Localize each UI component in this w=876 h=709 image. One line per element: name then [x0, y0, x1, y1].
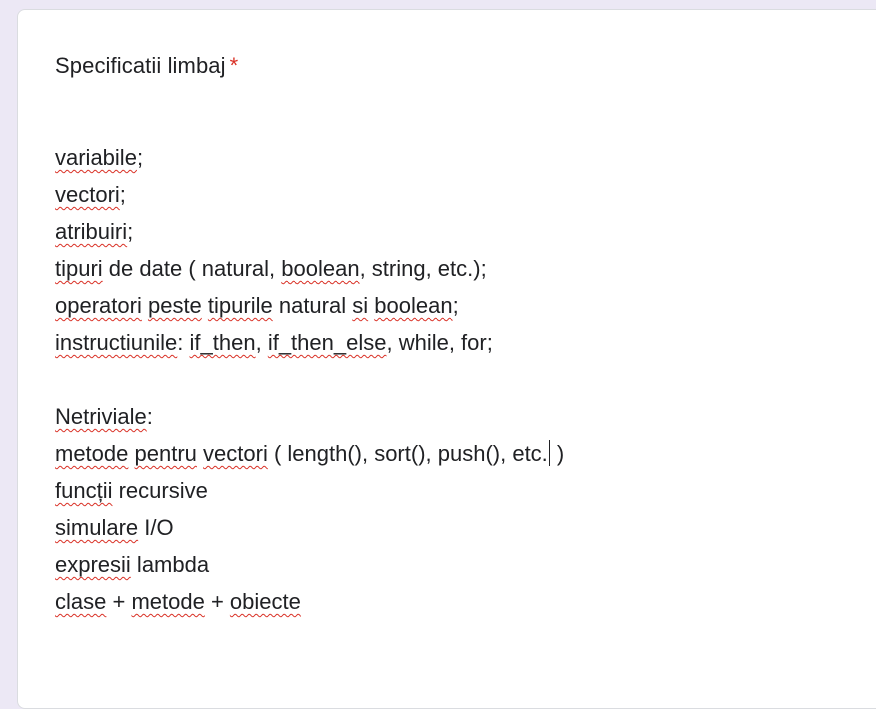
answer-text: ; — [119, 182, 126, 207]
misspelled-word: vectori — [203, 441, 268, 466]
misspelled-word: pentru — [134, 441, 197, 466]
misspelled-word: instructiunile — [55, 330, 178, 355]
misspelled-word: tipuri — [55, 256, 103, 281]
answer-line: Netriviale: — [55, 398, 875, 435]
answer-text: I/O — [138, 515, 174, 540]
answer-line: clase + metode + obiecte — [55, 583, 875, 620]
answer-line: vectori; — [55, 176, 875, 213]
answer-text: natural — [272, 293, 353, 318]
misspelled-word: atribuiri — [55, 219, 128, 244]
answer-line: metode pentru vectori ( length(), sort()… — [55, 435, 875, 472]
misspelled-word: simulare — [55, 515, 139, 540]
answer-text: ; — [136, 145, 144, 170]
question-card: Specificatii limbaj* variabile;vectori;a… — [17, 9, 876, 709]
answer-line: tipuri de date ( natural, boolean, strin… — [55, 250, 875, 287]
question-title: Specificatii limbaj* — [55, 53, 238, 79]
misspelled-word: if_then_else — [267, 330, 387, 355]
misspelled-word: funcții — [55, 478, 113, 503]
misspelled-word: metode — [55, 441, 129, 466]
answer-text: ; — [452, 293, 459, 318]
answer-text: : — [177, 330, 190, 355]
misspelled-word: obiecte — [229, 589, 301, 614]
answer-line: simulare I/O — [55, 509, 875, 546]
answer-text: , string, etc.); — [359, 256, 487, 281]
answer-text: ) — [550, 441, 565, 466]
answer-text: + — [204, 589, 230, 614]
required-asterisk: * — [229, 53, 239, 78]
misspelled-word: operatori — [55, 293, 142, 318]
answer-text: recursive — [112, 478, 208, 503]
answer-line: operatori peste tipurile natural si bool… — [55, 287, 875, 324]
misspelled-word: Netriviale — [55, 404, 147, 429]
misspelled-word: metode — [131, 589, 205, 614]
misspelled-word: peste — [147, 293, 202, 318]
answer-line: variabile; — [55, 139, 875, 176]
text-cursor — [548, 440, 550, 466]
answer-text: ; — [127, 219, 134, 244]
answer-line: atribuiri; — [55, 213, 875, 250]
misspelled-word: boolean — [374, 293, 453, 318]
answer-text: , — [255, 330, 268, 355]
misspelled-word: vectori — [55, 182, 120, 207]
answer-text: + — [106, 589, 132, 614]
misspelled-word: boolean — [281, 256, 360, 281]
answer-blank-line — [55, 361, 875, 398]
answer-text: lambda — [130, 552, 210, 577]
question-title-text: Specificatii limbaj — [55, 53, 226, 78]
answer-textarea[interactable]: variabile;vectori;atribuiri;tipuri de da… — [55, 139, 875, 620]
answer-text: ( length(), sort(), push(), etc. — [267, 441, 548, 466]
answer-line: funcții recursive — [55, 472, 875, 509]
misspelled-word: si — [352, 293, 369, 318]
misspelled-word: clase — [55, 589, 107, 614]
answer-text: , while, for; — [386, 330, 493, 355]
misspelled-word: tipurile — [207, 293, 273, 318]
misspelled-word: variabile — [55, 145, 137, 170]
misspelled-word: expresii — [55, 552, 131, 577]
answer-text: de date ( natural, — [102, 256, 282, 281]
answer-text: : — [146, 404, 153, 429]
answer-line: expresii lambda — [55, 546, 875, 583]
answer-line: instructiunile: if_then, if_then_else, w… — [55, 324, 875, 361]
misspelled-word: if_then — [189, 330, 256, 355]
